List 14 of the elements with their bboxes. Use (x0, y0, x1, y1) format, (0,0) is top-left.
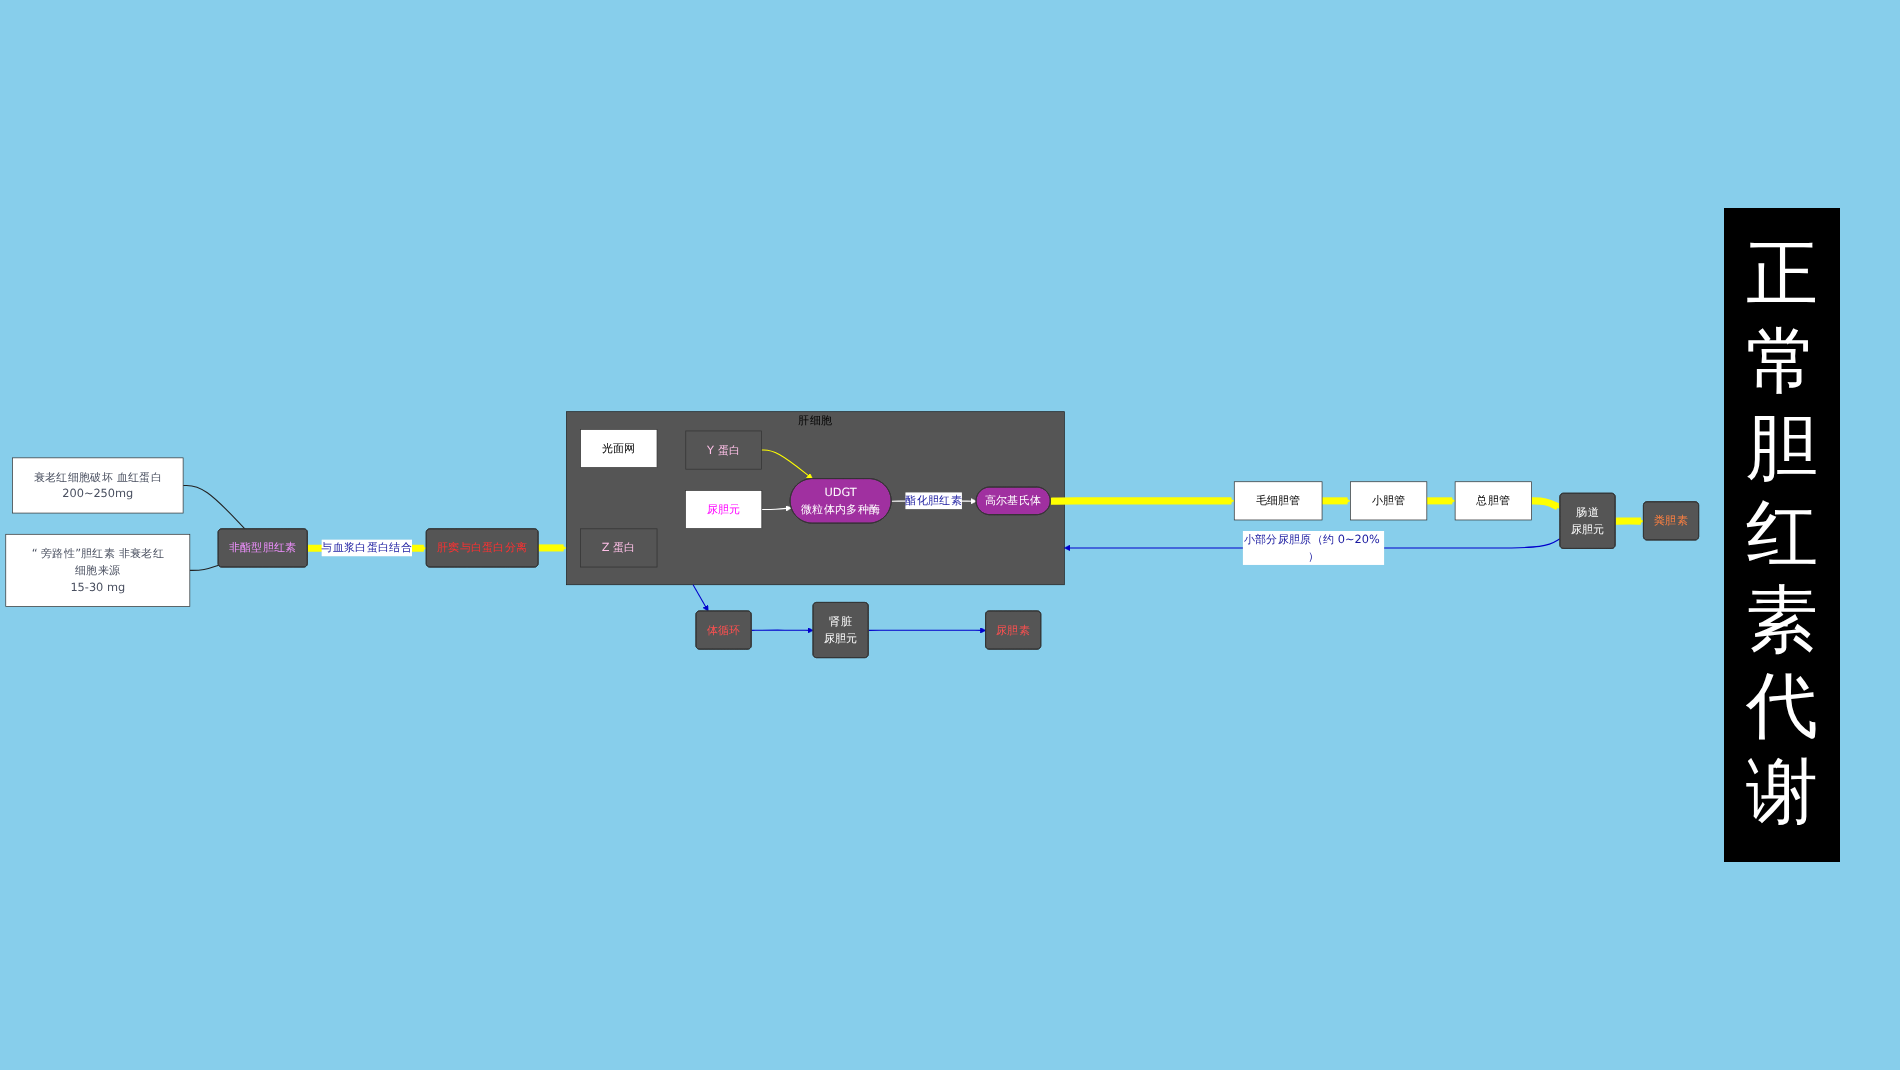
connector (182, 485, 246, 531)
arrow (1320, 497, 1351, 505)
arrow (760, 449, 813, 480)
arrow (536, 544, 567, 552)
arrow (751, 627, 814, 634)
diagram-title: 正常胆红素代谢 (1724, 208, 1840, 862)
arrow (1425, 497, 1456, 505)
arrow (1614, 517, 1645, 526)
arrow (761, 505, 792, 512)
arrow (692, 584, 709, 612)
connector (189, 565, 220, 572)
arrow (1049, 497, 1235, 506)
arrow (868, 627, 987, 634)
arrow (1530, 497, 1561, 511)
